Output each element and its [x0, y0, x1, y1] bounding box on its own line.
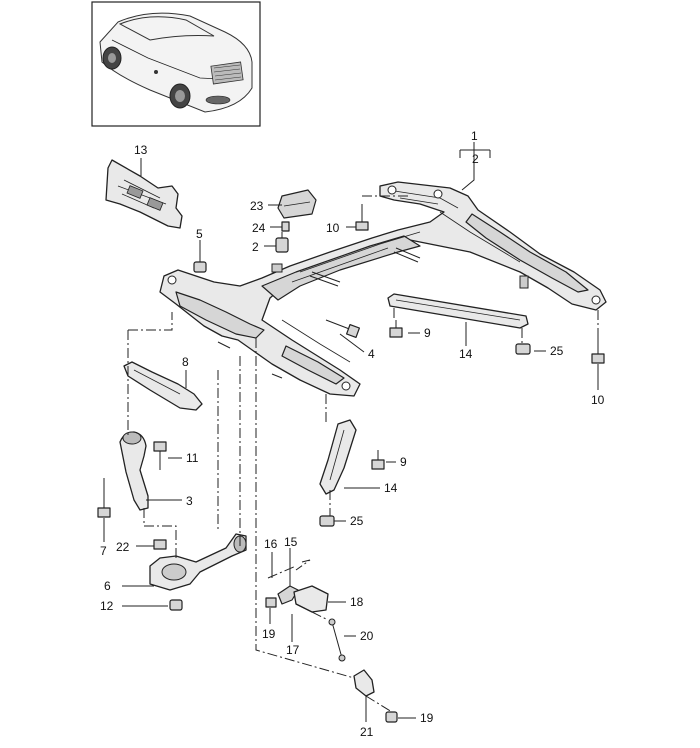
callout-1: 1 [471, 129, 478, 143]
callout-14-lower: 14 [384, 481, 398, 495]
callout-11: 11 [186, 451, 199, 465]
callout-15: 15 [284, 535, 298, 549]
link-rod-part-20 [328, 618, 346, 662]
nut-part-19-lower [385, 711, 398, 723]
assembly-lines [127, 195, 599, 713]
bolt-part-10-upper [355, 204, 369, 231]
control-arm-part-6 [149, 533, 247, 591]
callout-16: 16 [264, 537, 278, 551]
small-bush-part-24 [281, 221, 290, 232]
callout-21: 21 [360, 725, 374, 739]
car-illustration [99, 12, 253, 113]
bracket-part-21 [353, 669, 375, 697]
bolt-part-10-right [591, 338, 605, 364]
mount-part-3 [119, 431, 149, 511]
sensor-part-18 [293, 585, 329, 613]
callout-23: 23 [250, 199, 264, 213]
front-axle-crossmember [159, 181, 607, 397]
callout-8: 8 [182, 355, 189, 369]
callout-24: 24 [252, 221, 266, 235]
callout-5: 5 [196, 227, 203, 241]
callout-7: 7 [100, 544, 107, 558]
callout-2: 2 [252, 240, 259, 254]
nut-part-19-upper [265, 597, 277, 608]
bolt-part-7 [97, 478, 111, 518]
callout-25-upper: 25 [550, 344, 564, 358]
leader-lines [103, 142, 599, 722]
callout-17: 17 [286, 643, 300, 657]
callout-10-right: 10 [591, 393, 605, 407]
callout-14-upper: 14 [459, 347, 473, 361]
rubber-pad-part [277, 189, 317, 219]
callout-3: 3 [186, 494, 193, 508]
bushing-part-2 [275, 237, 289, 253]
callout-6: 6 [104, 579, 111, 593]
bolt-part-9-upper [389, 320, 403, 338]
callout-12: 12 [100, 599, 114, 613]
callout-2-top: 2 [472, 152, 479, 166]
bolt-part-4 [325, 319, 361, 339]
vehicle-overview-inset [91, 1, 261, 127]
nut-part-25-lower [319, 515, 335, 527]
callout-18: 18 [350, 595, 364, 609]
brace-part-14-upper [387, 293, 529, 329]
callout-9-lower: 9 [400, 455, 407, 469]
callout-10-upper: 10 [326, 221, 340, 235]
heat-shield-part [105, 159, 183, 229]
bracket-part-8 [123, 361, 203, 411]
nut-part-12 [169, 599, 183, 611]
nut-part-5 [193, 261, 207, 273]
callout-22: 22 [116, 540, 130, 554]
bolt-part-11 [153, 441, 167, 470]
callout-19-lower: 19 [420, 711, 434, 725]
callout-9-upper: 9 [424, 326, 431, 340]
nut-part-25-upper [515, 343, 531, 355]
callout-25-lower: 25 [350, 514, 364, 528]
brace-part-14-lower [319, 419, 357, 495]
nut-part-22 [153, 539, 167, 550]
callout-13: 13 [134, 143, 148, 157]
callout-labels: 1 2 13 23 24 2 5 10 9 14 25 10 4 8 11 3 … [100, 129, 605, 739]
callout-19-upper: 19 [262, 627, 276, 641]
callout-4: 4 [368, 347, 375, 361]
bolt-part-9-lower [371, 450, 385, 470]
callout-20: 20 [360, 629, 374, 643]
